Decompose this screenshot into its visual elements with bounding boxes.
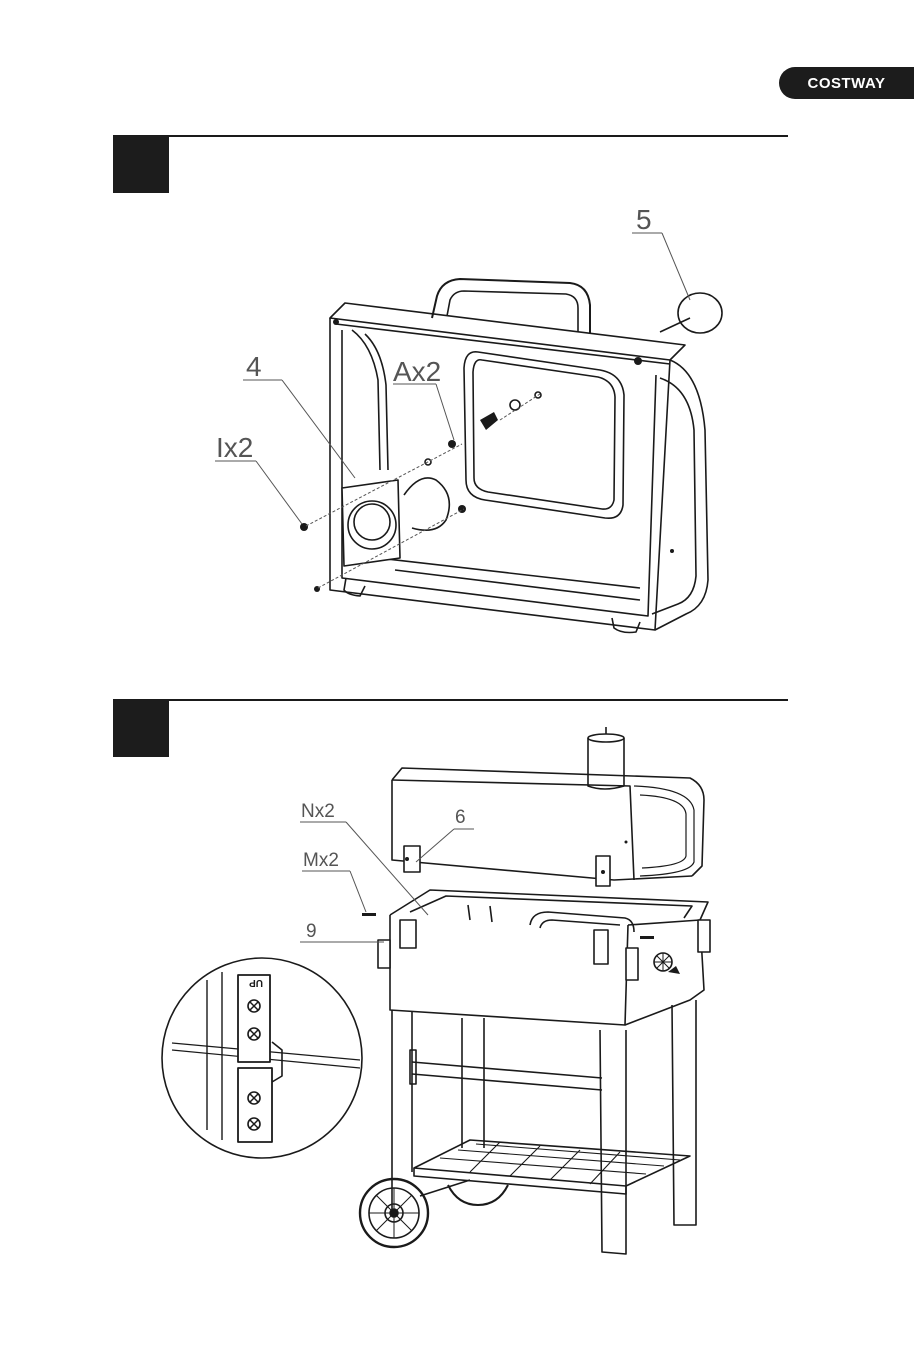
part-label-nx2: Nx2: [301, 801, 335, 822]
part-label-6: 6: [455, 807, 466, 828]
part-label-mx2: Mx2: [303, 850, 339, 871]
part-label-9: 9: [306, 921, 317, 942]
detail-up-label: UP: [249, 977, 263, 988]
